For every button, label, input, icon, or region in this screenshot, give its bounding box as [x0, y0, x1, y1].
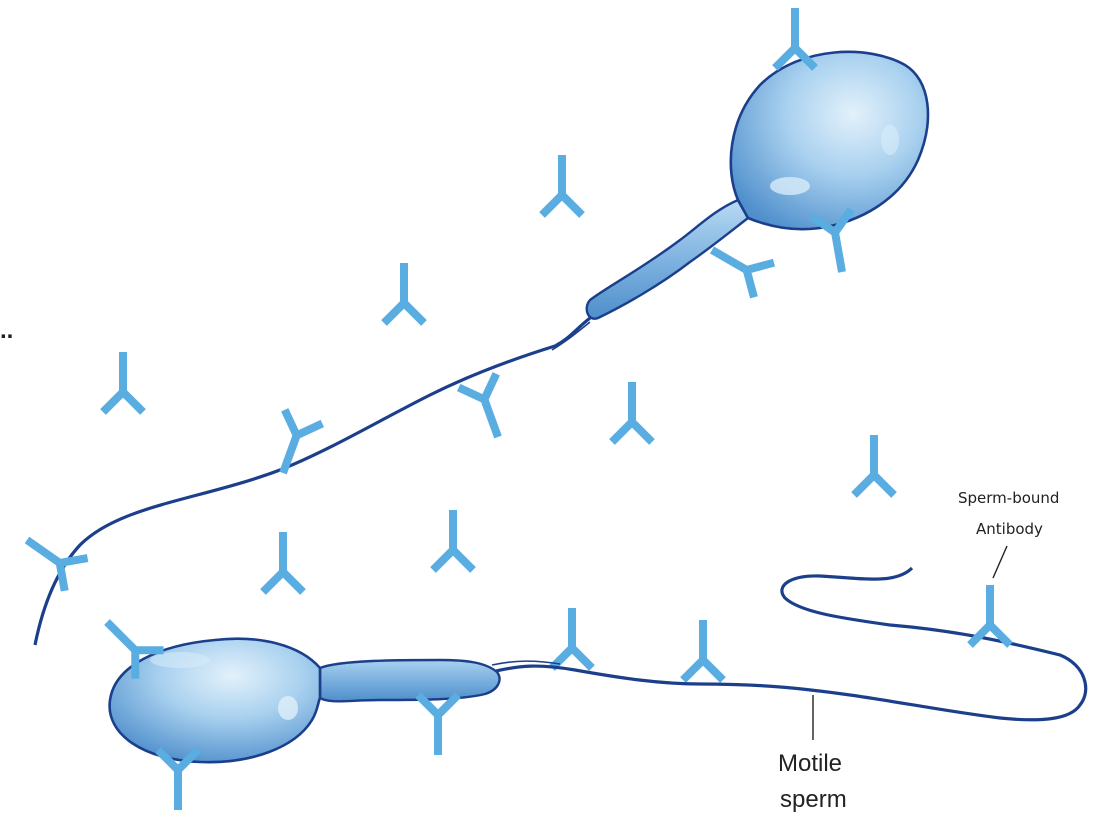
antibody-icon	[103, 352, 143, 412]
antibody-label-line1: Sperm-bound	[958, 489, 1059, 507]
antibody-icon	[459, 374, 517, 444]
antibody-label-line2: Antibody	[976, 520, 1043, 538]
antibody-leader-line	[993, 546, 1007, 578]
antibody-icon	[775, 8, 815, 68]
antibody-icon	[612, 382, 652, 442]
lower-sperm	[110, 568, 1086, 762]
antibody-icon	[683, 620, 723, 680]
free-antibodies	[103, 155, 894, 680]
edge-mark: ..	[0, 317, 13, 344]
antibody-icon	[263, 532, 303, 592]
sperm-label-line2: sperm	[780, 786, 847, 813]
upper-sperm	[35, 52, 928, 645]
sperm-bound-antibody-icon	[970, 585, 1010, 645]
antibody-icon	[542, 155, 582, 215]
antibody-icon	[16, 524, 88, 591]
antibody-icon	[384, 263, 424, 323]
antibody-icon	[418, 695, 458, 755]
antibody-icon	[264, 410, 322, 480]
lower-sperm-tail	[492, 568, 1086, 720]
lower-sperm-midpiece	[320, 660, 500, 701]
antibody-icon	[433, 510, 473, 570]
sperm-label-line1: Motile	[778, 750, 842, 777]
upper-sperm-tail	[35, 318, 590, 645]
antibody-icon	[552, 608, 592, 668]
antibody-icon	[854, 435, 894, 495]
